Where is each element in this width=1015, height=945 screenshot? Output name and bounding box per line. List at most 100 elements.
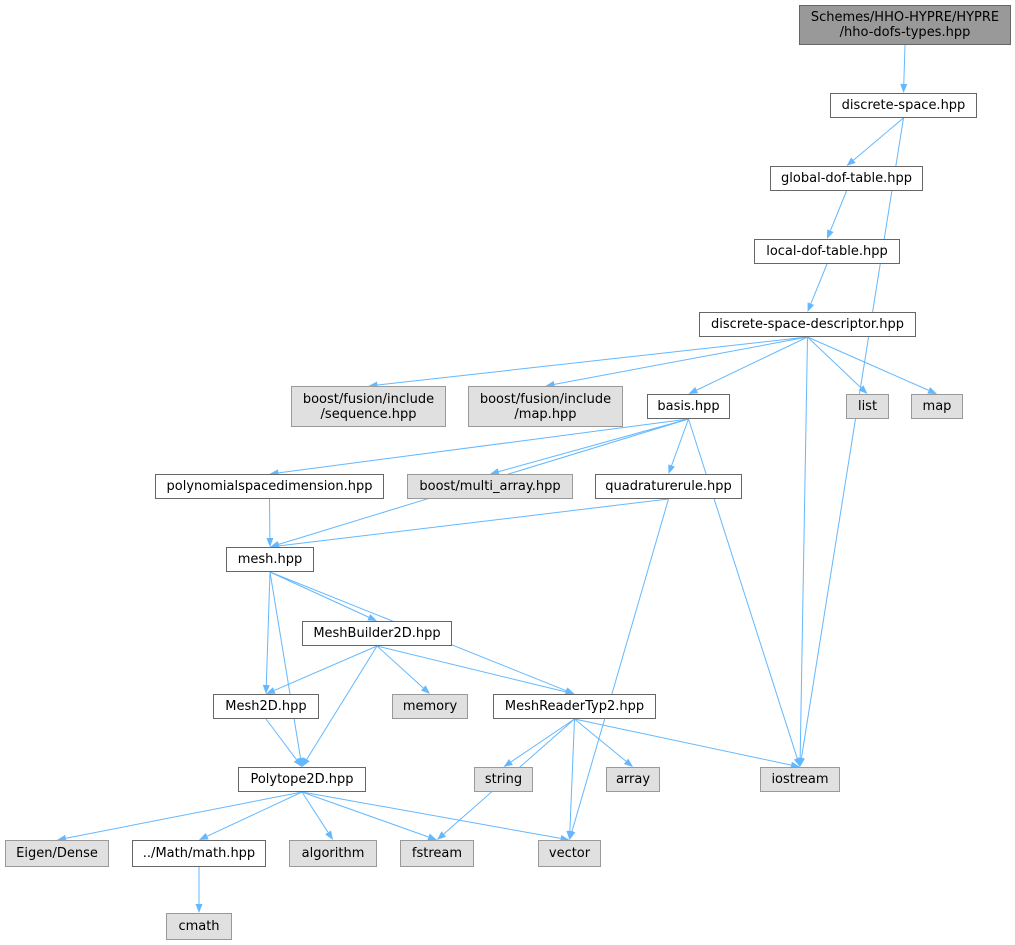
node-label: list bbox=[857, 399, 878, 414]
edge-basis-to-iostream bbox=[688, 418, 798, 759]
node-list: list bbox=[846, 394, 889, 419]
node-label: fstream bbox=[411, 846, 463, 861]
edge-arrowhead bbox=[564, 688, 575, 696]
node-local-dof-table[interactable]: local-dof-table.hpp bbox=[754, 239, 900, 264]
edge-meshbuilder2d-to-meshreadertyp2 bbox=[376, 645, 566, 693]
node-quadraturerule[interactable]: quadraturerule.hpp bbox=[595, 474, 742, 499]
node-math[interactable]: ../Math/math.hpp bbox=[132, 840, 266, 867]
edge-mesh2d-to-polytope2d bbox=[265, 718, 297, 761]
node-iostream: iostream bbox=[760, 767, 840, 792]
node-label: ../Math/math.hpp bbox=[142, 846, 256, 861]
edge-arrowhead bbox=[858, 385, 868, 394]
edge-arrowhead bbox=[325, 830, 333, 840]
node-label: discrete-space-descriptor.hpp bbox=[711, 317, 904, 332]
edge-global_dof_table-to-local_dof_table bbox=[829, 190, 847, 231]
edge-polytope2d-to-eigen_dense bbox=[65, 791, 303, 839]
edge-arrowhead bbox=[437, 831, 447, 840]
edge-meshreadertyp2-to-string bbox=[510, 718, 575, 763]
edge-basis-to-boost_multi_array bbox=[498, 418, 689, 473]
node-label: boost/multi_array.hpp bbox=[419, 479, 561, 494]
node-discrete-space[interactable]: discrete-space.hpp bbox=[830, 93, 977, 118]
node-mesh[interactable]: mesh.hpp bbox=[226, 547, 314, 572]
node-label: global-dof-table.hpp bbox=[781, 171, 912, 186]
node-label: MeshBuilder2D.hpp bbox=[313, 626, 441, 641]
edge-meshreadertyp2-to-iostream bbox=[574, 718, 792, 766]
edge-arrowhead bbox=[420, 685, 430, 694]
node-global-dof-table[interactable]: global-dof-table.hpp bbox=[770, 166, 923, 191]
edge-polytope2d-to-math bbox=[206, 791, 303, 837]
node-fstream: fstream bbox=[400, 840, 474, 867]
edge-arrowhead bbox=[262, 684, 270, 694]
node-mesh2d[interactable]: Mesh2D.hpp bbox=[213, 694, 319, 719]
edge-discrete_space-to-global_dof_table bbox=[853, 117, 904, 161]
edge-discrete_space-to-iostream bbox=[800, 117, 904, 759]
node-label: algorithm bbox=[301, 846, 365, 861]
node-label: iostream bbox=[771, 772, 829, 787]
node-polynomialspacedimension[interactable]: polynomialspacedimension.hpp bbox=[155, 474, 384, 499]
edge-arrowhead bbox=[827, 229, 834, 239]
edge-meshreadertyp2-to-array bbox=[574, 718, 627, 762]
edge-discrete_space_descriptor-to-basis bbox=[696, 336, 808, 391]
edge-meshbuilder2d-to-polytope2d bbox=[306, 645, 378, 760]
node-label: Eigen/Dense bbox=[16, 846, 98, 861]
node-label: polynomialspacedimension.hpp bbox=[166, 479, 373, 494]
edge-meshreadertyp2-to-vector bbox=[569, 718, 575, 832]
edge-arrowhead bbox=[367, 614, 377, 621]
edge-basis-to-polynomialspacedimension bbox=[278, 418, 689, 474]
edge-quadraturerule-to-mesh bbox=[278, 498, 669, 547]
edge-arrowhead bbox=[668, 464, 675, 474]
node-algorithm: algorithm bbox=[289, 840, 377, 867]
node-meshreadertyp2[interactable]: MeshReaderTyp2.hpp bbox=[493, 694, 656, 719]
node-boost-multi-array: boost/multi_array.hpp bbox=[407, 474, 573, 499]
node-label-line: /sequence.hpp bbox=[320, 406, 417, 422]
edge-discrete_space_descriptor-to-boost_fusion_map bbox=[554, 336, 808, 385]
node-meshbuilder2d[interactable]: MeshBuilder2D.hpp bbox=[302, 621, 452, 646]
node-eigen-dense: Eigen/Dense bbox=[5, 840, 109, 867]
edge-arrowhead bbox=[490, 468, 500, 475]
node-label: vector bbox=[548, 846, 591, 861]
edge-arrowhead bbox=[293, 757, 302, 767]
edge-mesh-to-polytope2d bbox=[269, 571, 302, 759]
node-map: map bbox=[911, 394, 963, 419]
edge-root-to-discrete_space bbox=[903, 44, 906, 85]
edge-discrete_space_descriptor-to-boost_fusion_sequence bbox=[377, 336, 808, 386]
node-label-line: Schemes/HHO-HYPRE/HYPRE bbox=[810, 10, 1000, 25]
node-array: array bbox=[606, 767, 660, 792]
node-label-line: boost/fusion/include bbox=[479, 391, 612, 407]
edge-arrowhead bbox=[566, 830, 574, 840]
edge-arrowhead bbox=[807, 302, 815, 312]
edge-arrowhead bbox=[199, 833, 209, 840]
node-label-line: /map.hpp bbox=[514, 406, 577, 422]
edge-arrowhead bbox=[57, 834, 67, 842]
edge-arrowhead bbox=[623, 758, 633, 767]
node-basis[interactable]: basis.hpp bbox=[647, 394, 730, 419]
node-label: local-dof-table.hpp bbox=[766, 244, 888, 259]
edge-mesh-to-mesh2d bbox=[265, 571, 271, 686]
node-discrete-space-descriptor[interactable]: discrete-space-descriptor.hpp bbox=[699, 312, 916, 337]
edge-arrowhead bbox=[927, 387, 937, 394]
edge-arrowhead bbox=[427, 833, 437, 841]
node-boost-fusion-sequence: boost/fusion/include /sequence.hpp bbox=[291, 386, 446, 427]
node-memory: memory bbox=[392, 694, 468, 719]
edge-polytope2d-to-fstream bbox=[301, 791, 429, 838]
node-root-hho-dofs-types: Schemes/HHO-HYPRE/HYPRE /hho-dofs-types.… bbox=[799, 5, 1011, 45]
edge-local_dof_table-to-discrete_space_descriptor bbox=[810, 263, 828, 304]
edge-polytope2d-to-vector bbox=[301, 791, 561, 839]
node-label-line: /hho-dofs-types.hpp bbox=[839, 25, 971, 40]
edge-arrowhead bbox=[302, 757, 310, 767]
edge-discrete_space_descriptor-to-iostream bbox=[799, 336, 808, 759]
edge-quadraturerule-to-vector bbox=[571, 498, 669, 832]
edge-mesh-to-meshbuilder2d bbox=[269, 571, 370, 618]
node-label: basis.hpp bbox=[657, 399, 720, 414]
node-boost-fusion-map: boost/fusion/include /map.hpp bbox=[468, 386, 623, 427]
edge-arrowhead bbox=[266, 687, 276, 694]
node-label: string bbox=[484, 772, 523, 787]
node-polytope2d[interactable]: Polytope2D.hpp bbox=[238, 767, 366, 792]
edge-arrowhead bbox=[688, 386, 699, 394]
node-label: array bbox=[615, 772, 651, 787]
node-cmath: cmath bbox=[166, 913, 232, 940]
edge-arrowhead bbox=[195, 904, 203, 913]
node-label-line: boost/fusion/include bbox=[302, 391, 435, 407]
